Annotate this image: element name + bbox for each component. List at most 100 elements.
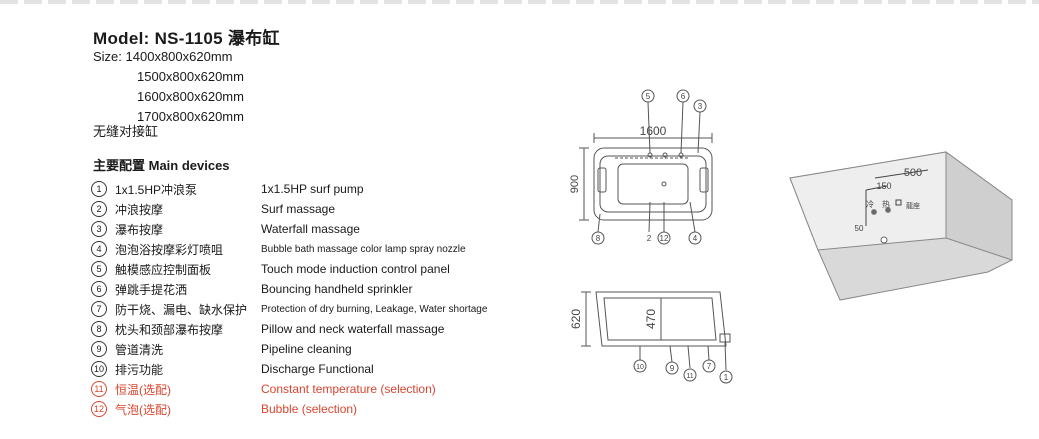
- callout-9: 9: [670, 364, 675, 373]
- device-name-cn: 防干烧、漏电、缺水保护: [115, 302, 248, 317]
- install-dim-500: 500: [904, 167, 922, 179]
- device-name-en: Surf massage: [261, 202, 336, 216]
- leader-line: [680, 101, 684, 154]
- device-name-en: Constant temperature (selection): [261, 382, 436, 396]
- device-name-cn: 枕头和颈部瀑布按摩: [115, 322, 224, 337]
- size-label: Size:: [93, 49, 122, 64]
- callout-1: 1: [724, 373, 729, 382]
- floor-drain: [880, 236, 888, 244]
- callout-circle: [688, 231, 702, 245]
- device-number: 10: [91, 361, 107, 377]
- callout-circle: [719, 370, 733, 384]
- callout-2: 2: [647, 234, 652, 243]
- callout-circle: [641, 89, 655, 103]
- callout-circle: [702, 359, 716, 373]
- callout-circle: [693, 99, 707, 113]
- device-number: 8: [91, 321, 107, 337]
- tub-basin-top: [617, 163, 689, 205]
- device-item: 4 泡泡浴按摩彩灯喷咀 Bubble bath massage color lamp…: [91, 239, 501, 259]
- leader-line: [697, 111, 701, 154]
- device-name-cn: 瀑布按摩: [115, 222, 164, 237]
- device-number: 7: [91, 301, 107, 317]
- device-number: 11: [91, 381, 107, 397]
- device-name-cn: 恒温(选配): [115, 382, 171, 397]
- device-name-en: Waterfall massage: [261, 222, 360, 236]
- dim-width-label: 900: [569, 175, 581, 193]
- devices-heading: 主要配置 Main devices: [93, 158, 230, 173]
- install-dim-50: 50: [855, 224, 864, 233]
- device-name-cn: 触模感应控制面板: [115, 262, 212, 277]
- tub-inner-top: [599, 155, 707, 213]
- top-decorative-strip: [0, 0, 1039, 4]
- dim-length-label: 1600: [640, 124, 667, 138]
- callout-circle: [657, 231, 671, 245]
- size-value: 1400x800x620mm: [125, 49, 233, 64]
- callout-4: 4: [693, 234, 698, 243]
- size-row: Size: 1400x800x620mm: [93, 47, 244, 67]
- leader-line: [597, 213, 601, 233]
- pillow-right: [699, 167, 709, 193]
- tub-outline-side: [595, 291, 727, 347]
- device-name-cn: 泡泡浴按摩彩灯喷咀: [115, 242, 224, 257]
- device-name-cn: 弹跳手提花洒: [115, 282, 188, 297]
- device-name-en: 1x1.5HP surf pump: [261, 182, 364, 196]
- side-view-drawing: [581, 291, 733, 384]
- callout-circle: [683, 368, 697, 382]
- device-name-cn: 气泡(选配): [115, 402, 171, 417]
- install-dim-150: 150: [876, 181, 891, 191]
- callout-circle: [665, 361, 679, 375]
- tap-box: [895, 199, 902, 206]
- dim-depth-label: 470: [644, 309, 658, 329]
- device-item-selection: 12 气泡(选配) Bubble (selection): [91, 399, 501, 419]
- leader-line: [707, 345, 710, 361]
- device-item: 5 触模感应控制面板 Touch mode induction control pa…: [91, 259, 501, 279]
- device-item-selection: 11 恒温(选配) Constant temperature (selection): [91, 379, 501, 399]
- size-value: 1500x800x620mm: [137, 69, 244, 84]
- top-view-drawing: [579, 89, 713, 245]
- device-item: 9 管道清洗 Pipeline cleaning: [91, 339, 501, 359]
- model-title: Model: NS-1105 瀑布缸: [93, 29, 280, 48]
- device-name-en: Bubble (selection): [261, 402, 358, 416]
- callout-6: 6: [681, 92, 686, 101]
- callout-7: 7: [707, 362, 712, 371]
- device-number: 3: [91, 221, 107, 237]
- callout-11: 11: [686, 373, 693, 380]
- leader-line: [724, 341, 727, 371]
- panel-point: [662, 152, 668, 158]
- leader-line: [687, 345, 691, 369]
- size-value: 1600x800x620mm: [137, 89, 244, 104]
- leader-line: [648, 201, 651, 233]
- device-number: 4: [91, 241, 107, 257]
- callout-circle: [676, 89, 690, 103]
- device-name-en: Touch mode induction control panel: [261, 262, 450, 276]
- device-name-en: Bubble bath massage color lamp spray noz…: [261, 243, 466, 255]
- leader-line: [669, 345, 673, 363]
- device-name-en: Pillow and neck waterfall massage: [261, 322, 445, 336]
- seamless-note: 无缝对接缸: [93, 124, 159, 139]
- device-name-cn: 冲浪按摩: [115, 202, 164, 217]
- room-side-wall: [945, 151, 1013, 261]
- dim-line-150: [865, 185, 888, 191]
- pillow-left: [597, 167, 607, 193]
- device-name-en: Pipeline cleaning: [261, 342, 352, 356]
- install-view-drawing: [789, 151, 1013, 301]
- callout-circle: [591, 231, 605, 245]
- tub-outline-top: [593, 147, 713, 221]
- device-name-en: Bouncing handheld sprinkler: [261, 282, 413, 296]
- device-number: 5: [91, 261, 107, 277]
- device-number: 12: [91, 401, 107, 417]
- device-name-cn: 排污功能: [115, 362, 164, 377]
- device-number: 9: [91, 341, 107, 357]
- install-label-cold: 冷: [866, 199, 874, 209]
- callout-8: 8: [596, 234, 601, 243]
- size-list: Size: 1400x800x620mm 1500x800x620mm 1600…: [93, 47, 244, 127]
- device-name-cn: 管道清洗: [115, 342, 164, 357]
- hot-pipe-point: [885, 207, 891, 213]
- drain-point: [661, 181, 667, 187]
- dim-line-500: [874, 169, 929, 179]
